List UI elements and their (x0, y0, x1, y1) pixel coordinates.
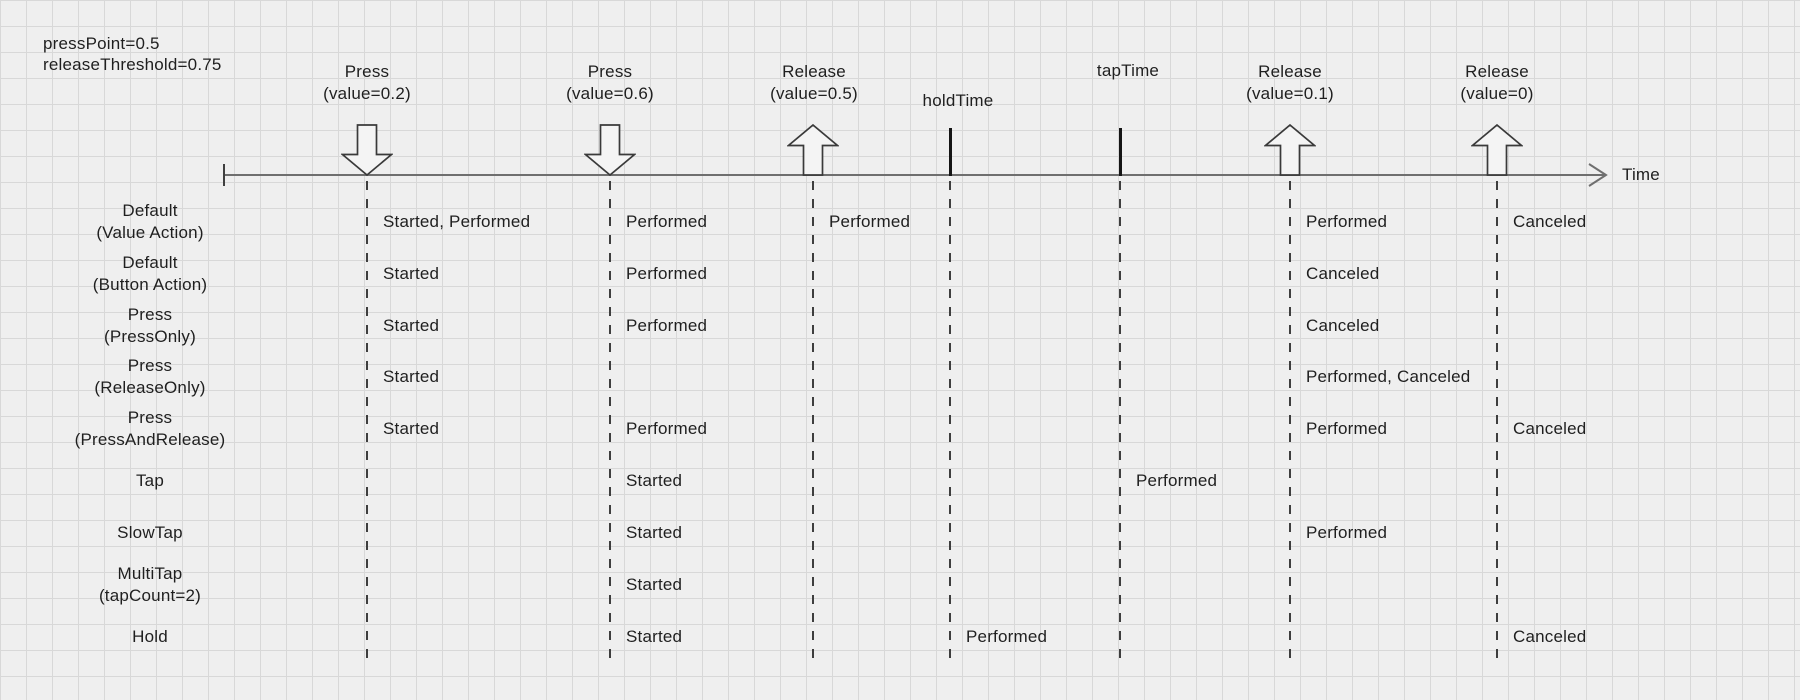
row-label: MultiTap (tapCount=2) (0, 563, 300, 607)
press-arrow-down-icon (341, 124, 393, 176)
phase-cell: Performed (1306, 419, 1388, 438)
phase-cell: Performed (626, 212, 708, 231)
row-label-line: (Button Action) (92, 275, 208, 294)
event-label: Release (1258, 62, 1322, 81)
row-label: Default (Value Action) (0, 200, 300, 244)
phase-cell: Performed (626, 264, 708, 283)
phase-cell: Started (626, 627, 683, 646)
row-label-line: SlowTap (117, 523, 183, 542)
phase-cell: Started (383, 367, 440, 386)
event-label: tapTime (1096, 61, 1160, 80)
release-arrow-up-icon (787, 124, 839, 176)
phase-cell: Performed (829, 212, 911, 231)
event-label: Release (782, 62, 846, 81)
row-label-line: (PressAndRelease) (74, 430, 226, 449)
time-marker-tick (1118, 128, 1122, 176)
axis-arrow-icon (1588, 163, 1608, 187)
phase-cell: Canceled (1513, 627, 1587, 646)
event-label: Press (587, 62, 633, 81)
phase-cell: Performed (1306, 523, 1388, 542)
row-label-line: MultiTap (117, 564, 183, 583)
phase-cell: Started (626, 471, 683, 490)
row-label: Default (Button Action) (0, 252, 300, 296)
press-point-param: pressPoint=0.5 (43, 34, 160, 53)
row-label-line: (PressOnly) (104, 327, 196, 346)
event-label: holdTime (922, 91, 994, 110)
time-marker-tick (948, 128, 952, 176)
phase-cell: Performed (1306, 212, 1388, 231)
phase-cell: Started, Performed (383, 212, 531, 231)
phase-cell: Canceled (1513, 212, 1587, 231)
event-label: Press (344, 62, 390, 81)
row-label-line: Hold (132, 627, 168, 646)
event-label: (value=0.6) (566, 84, 654, 103)
row-label: Tap (0, 470, 300, 492)
press-arrow-down-icon (584, 124, 636, 176)
event-label: (value=0.5) (770, 84, 858, 103)
time-axis-label: Time (1622, 165, 1660, 184)
phase-cell: Started (383, 264, 440, 283)
release-arrow-up-icon (1264, 124, 1316, 176)
row-label-line: (tapCount=2) (98, 586, 202, 605)
event-dashed-line (812, 181, 814, 666)
event-label: (value=0.2) (323, 84, 411, 103)
release-arrow-up-icon (1471, 124, 1523, 176)
phase-cell: Started (383, 316, 440, 335)
row-label-line: (Value Action) (96, 223, 204, 242)
event-dashed-line (366, 181, 368, 666)
row-label: Press (PressOnly) (0, 304, 300, 348)
row-label: Hold (0, 626, 300, 648)
phase-cell: Started (383, 419, 440, 438)
event-dashed-line (1289, 181, 1291, 666)
phase-cell: Performed (1136, 471, 1218, 490)
release-threshold-param: releaseThreshold=0.75 (43, 55, 222, 74)
row-label-line: (ReleaseOnly) (94, 378, 206, 397)
event-label: Release (1465, 62, 1529, 81)
row-label-line: Press (127, 305, 173, 324)
row-label: Press (PressAndRelease) (0, 407, 300, 451)
row-label-line: Press (127, 356, 173, 375)
event-dashed-line (1119, 181, 1121, 666)
phase-cell: Canceled (1306, 264, 1380, 283)
event-dashed-line (609, 181, 611, 666)
row-label-line: Press (127, 408, 173, 427)
phase-cell: Performed (626, 419, 708, 438)
event-dashed-line (949, 181, 951, 666)
phase-cell: Started (626, 523, 683, 542)
phase-cell: Canceled (1513, 419, 1587, 438)
timeline-axis (224, 174, 1604, 176)
params-text: pressPoint=0.5 releaseThreshold=0.75 (43, 33, 222, 75)
row-label: Press (ReleaseOnly) (0, 355, 300, 399)
phase-cell: Performed, Canceled (1306, 367, 1471, 386)
event-dashed-line (1496, 181, 1498, 666)
phase-cell: Performed (966, 627, 1048, 646)
row-label-line: Default (122, 201, 178, 220)
event-label: (value=0) (1460, 84, 1534, 103)
phase-cell: Canceled (1306, 316, 1380, 335)
event-label: (value=0.1) (1246, 84, 1334, 103)
axis-start-tick (223, 164, 225, 186)
row-label-line: Default (122, 253, 178, 272)
phase-cell: Performed (626, 316, 708, 335)
row-label: SlowTap (0, 522, 300, 544)
row-label-line: Tap (135, 471, 164, 490)
phase-cell: Started (626, 575, 683, 594)
